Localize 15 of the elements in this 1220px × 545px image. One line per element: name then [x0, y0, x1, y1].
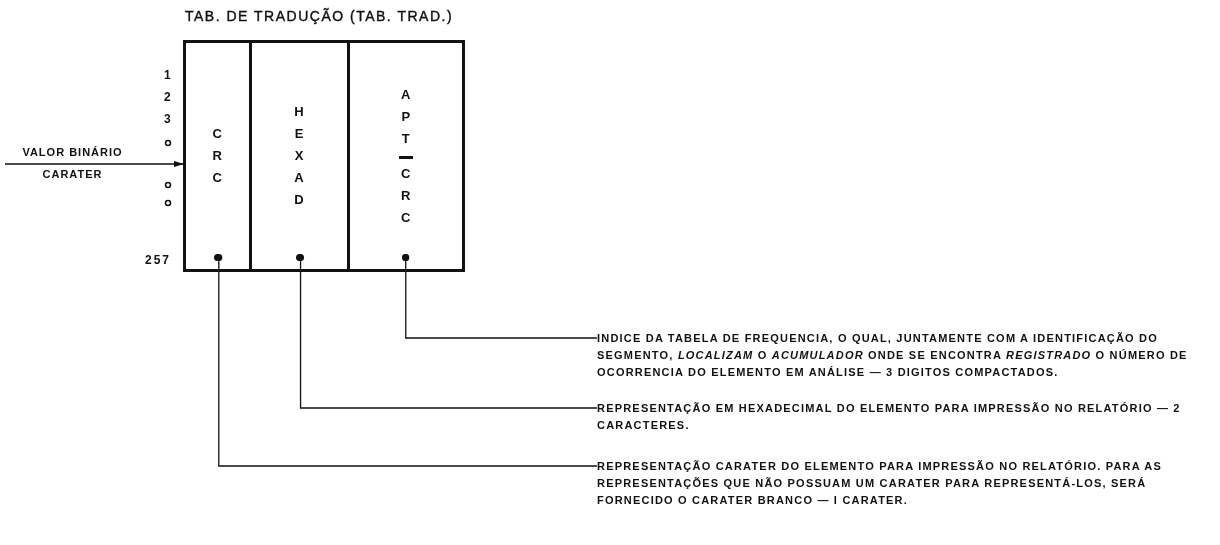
column-label: C R C	[400, 164, 412, 227]
column-label: H E X A D	[293, 103, 305, 209]
row-number: 2	[164, 90, 173, 104]
leader-line	[297, 254, 598, 409]
row-number: 3	[164, 112, 173, 126]
note-text: REPRESENTAÇÃO EM HEXADECIMAL DO ELEMENTO PARA IMPRESSÃO NO RELATÓRIO — 2 CARACTERES.	[597, 400, 1209, 434]
column-label: C R C	[211, 125, 223, 187]
leader-line	[215, 254, 598, 467]
row-number: 257	[145, 253, 172, 267]
column-label: A P T	[400, 85, 412, 148]
note-text: INDICE DA TABELA DE FREQUENCIA, O QUAL, JUNTAMENTE COM A IDENTIFICAÇÃO DO SEGMENTO, LOCALIZAM O ACUMULADOR ONDE SE ENCONTRA REGISTRADO O NÚMERO DE OCORRENCIA DO ELEMENTO EM ANÁLISE — 3 DIGITOS COMPACTADOS.	[597, 330, 1209, 381]
table-heading: TAB. DE TRADUÇÃO (TAB. TRAD.)	[185, 8, 454, 24]
arrow	[4, 161, 184, 167]
row-number: 1	[164, 68, 173, 82]
note-text: REPRESENTAÇÃO CARATER DO ELEMENTO PARA IMPRESSÃO NO RELATÓRIO. PARA AS REPRESENTAÇÕES QUE NÃO POSSUAM UM CARATER PARA REPRESENTÁ-LOS, SERÁ FORNECIDO O CARATER BRANCO — I CARATER.	[597, 458, 1209, 509]
